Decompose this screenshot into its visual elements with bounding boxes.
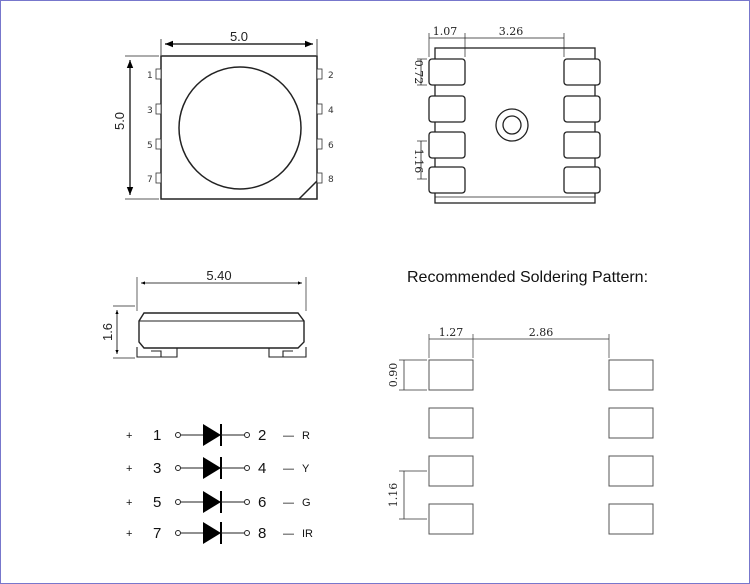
bottom-pad-height-label: 0.72 <box>412 60 425 85</box>
pinout-minus-sign: — <box>283 497 294 509</box>
solder-pad <box>608 503 654 535</box>
diode-triangle <box>203 522 221 544</box>
pin-label-2: 2 <box>328 71 334 81</box>
pinout-color-label: G <box>302 497 311 509</box>
pin-label-6: 6 <box>328 141 334 151</box>
pinout-color-label: Y <box>302 463 310 475</box>
pinout-cathode-number: 6 <box>258 494 266 511</box>
bottom-pad <box>428 95 466 123</box>
pin-label-4: 4 <box>328 106 334 116</box>
bottom-pad <box>428 58 466 86</box>
side-view: 5.40 1.6 <box>100 268 307 359</box>
solder-pad-pitch-label: 1.16 <box>387 483 400 508</box>
bottom-pad-pitch-label: 1.16 <box>412 149 425 174</box>
bottom-pad <box>428 166 466 194</box>
bottom-pad <box>428 131 466 159</box>
pinout-minus-sign: — <box>283 463 294 475</box>
side-length-label: 5.40 <box>206 268 231 283</box>
solder-pad-gap-label: 2.86 <box>529 326 554 339</box>
pinout-cathode-number: 2 <box>258 427 266 444</box>
pinout-diagram: + 1 2 — R + 3 4 — Y + 5 6 — G + <box>126 424 313 544</box>
pin-label-1: 1 <box>147 71 153 81</box>
solder-pad-height-label: 0.90 <box>387 363 400 388</box>
pinout-anode-number: 1 <box>153 427 161 444</box>
diode-triangle <box>203 491 221 513</box>
bottom-view: 1.07 3.26 0.72 1.16 <box>412 25 601 204</box>
top-width-label: 5.0 <box>230 29 248 44</box>
diode-triangle <box>203 457 221 479</box>
pinout-plus-sign: + <box>126 463 132 475</box>
solder-pad-width-label: 1.27 <box>439 326 464 339</box>
pin-label-3: 3 <box>147 106 153 116</box>
side-view-body <box>138 312 305 349</box>
pinout-plus-sign: + <box>126 497 132 509</box>
pinout-plus-sign: + <box>126 528 132 540</box>
solder-pad <box>428 407 474 439</box>
lens-circle <box>178 66 302 190</box>
bottom-center-mark-inner <box>502 115 522 135</box>
diode-triangle <box>203 424 221 446</box>
pinout-plus-sign: + <box>126 430 132 442</box>
pin-label-5: 5 <box>147 141 153 151</box>
polarity-corner-mark <box>298 180 318 200</box>
pinout-anode-number: 7 <box>153 525 161 542</box>
pinout-anode-number: 3 <box>153 460 161 477</box>
pinout-minus-sign: — <box>283 528 294 540</box>
solder-pad <box>428 503 474 535</box>
bottom-pad <box>563 166 601 194</box>
pinout-cathode-number: 4 <box>258 460 266 477</box>
pinout-minus-sign: — <box>283 430 294 442</box>
bottom-pad-gap-label: 3.26 <box>499 25 524 38</box>
soldering-title: Recommended Soldering Pattern: <box>407 269 648 286</box>
side-view-leads <box>136 347 307 358</box>
pin-label-7: 7 <box>147 175 153 185</box>
pinout-color-label: R <box>302 430 310 442</box>
top-height-label: 5.0 <box>112 112 127 130</box>
pinout-anode-number: 5 <box>153 494 161 511</box>
solder-pad <box>608 407 654 439</box>
solder-pad <box>608 359 654 391</box>
bottom-pad-width-label: 1.07 <box>433 25 458 38</box>
solder-pad <box>428 455 474 487</box>
solder-pad <box>428 359 474 391</box>
solder-pad <box>608 455 654 487</box>
pin-label-8: 8 <box>328 175 334 185</box>
pinout-color-label: IR <box>302 528 313 540</box>
soldering-pattern: Recommended Soldering Pattern: 1.27 2.86… <box>387 269 654 535</box>
pinout-cathode-number: 8 <box>258 525 266 542</box>
top-view: 5.0 5.0 1 3 5 7 2 4 6 8 <box>112 29 334 200</box>
side-height-label: 1.6 <box>100 323 115 341</box>
bottom-pad <box>563 58 601 86</box>
bottom-pad <box>563 131 601 159</box>
bottom-pad <box>563 95 601 123</box>
